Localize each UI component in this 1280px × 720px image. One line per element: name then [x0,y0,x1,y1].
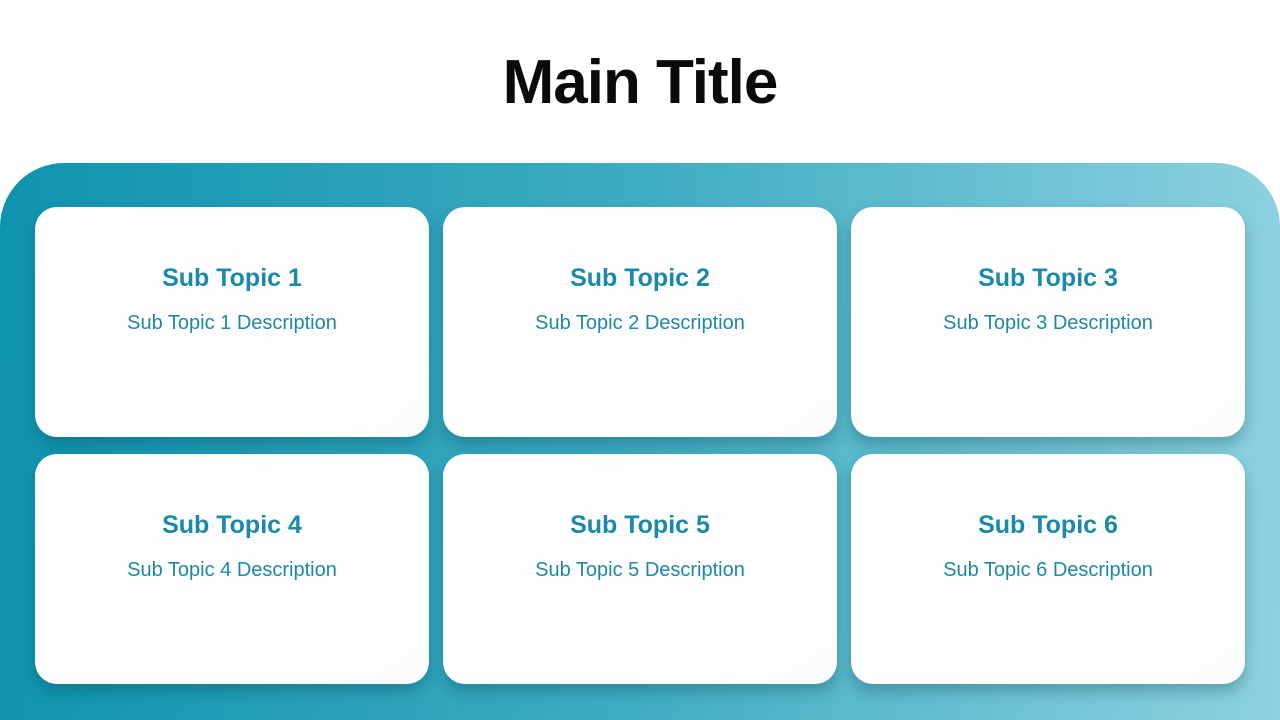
card-description: Sub Topic 2 Description [535,312,745,334]
card-description: Sub Topic 6 Description [943,559,1153,581]
card-description: Sub Topic 5 Description [535,559,745,581]
card-sub-topic-1: Sub Topic 1 Sub Topic 1 Description [35,207,429,437]
card-description: Sub Topic 4 Description [127,559,337,581]
card-title: Sub Topic 3 [978,264,1118,292]
card-description: Sub Topic 3 Description [943,312,1153,334]
card-title: Sub Topic 4 [162,511,302,539]
card-sub-topic-3: Sub Topic 3 Sub Topic 3 Description [851,207,1245,437]
gradient-panel: Sub Topic 1 Sub Topic 1 Description Sub … [0,163,1280,720]
card-sub-topic-2: Sub Topic 2 Sub Topic 2 Description [443,207,837,437]
card-grid: Sub Topic 1 Sub Topic 1 Description Sub … [35,207,1245,684]
card-title: Sub Topic 6 [978,511,1118,539]
card-sub-topic-4: Sub Topic 4 Sub Topic 4 Description [35,454,429,684]
card-title: Sub Topic 5 [570,511,710,539]
card-title: Sub Topic 1 [162,264,302,292]
card-description: Sub Topic 1 Description [127,312,337,334]
card-title: Sub Topic 2 [570,264,710,292]
card-sub-topic-5: Sub Topic 5 Sub Topic 5 Description [443,454,837,684]
card-sub-topic-6: Sub Topic 6 Sub Topic 6 Description [851,454,1245,684]
page-title: Main Title [502,48,779,117]
